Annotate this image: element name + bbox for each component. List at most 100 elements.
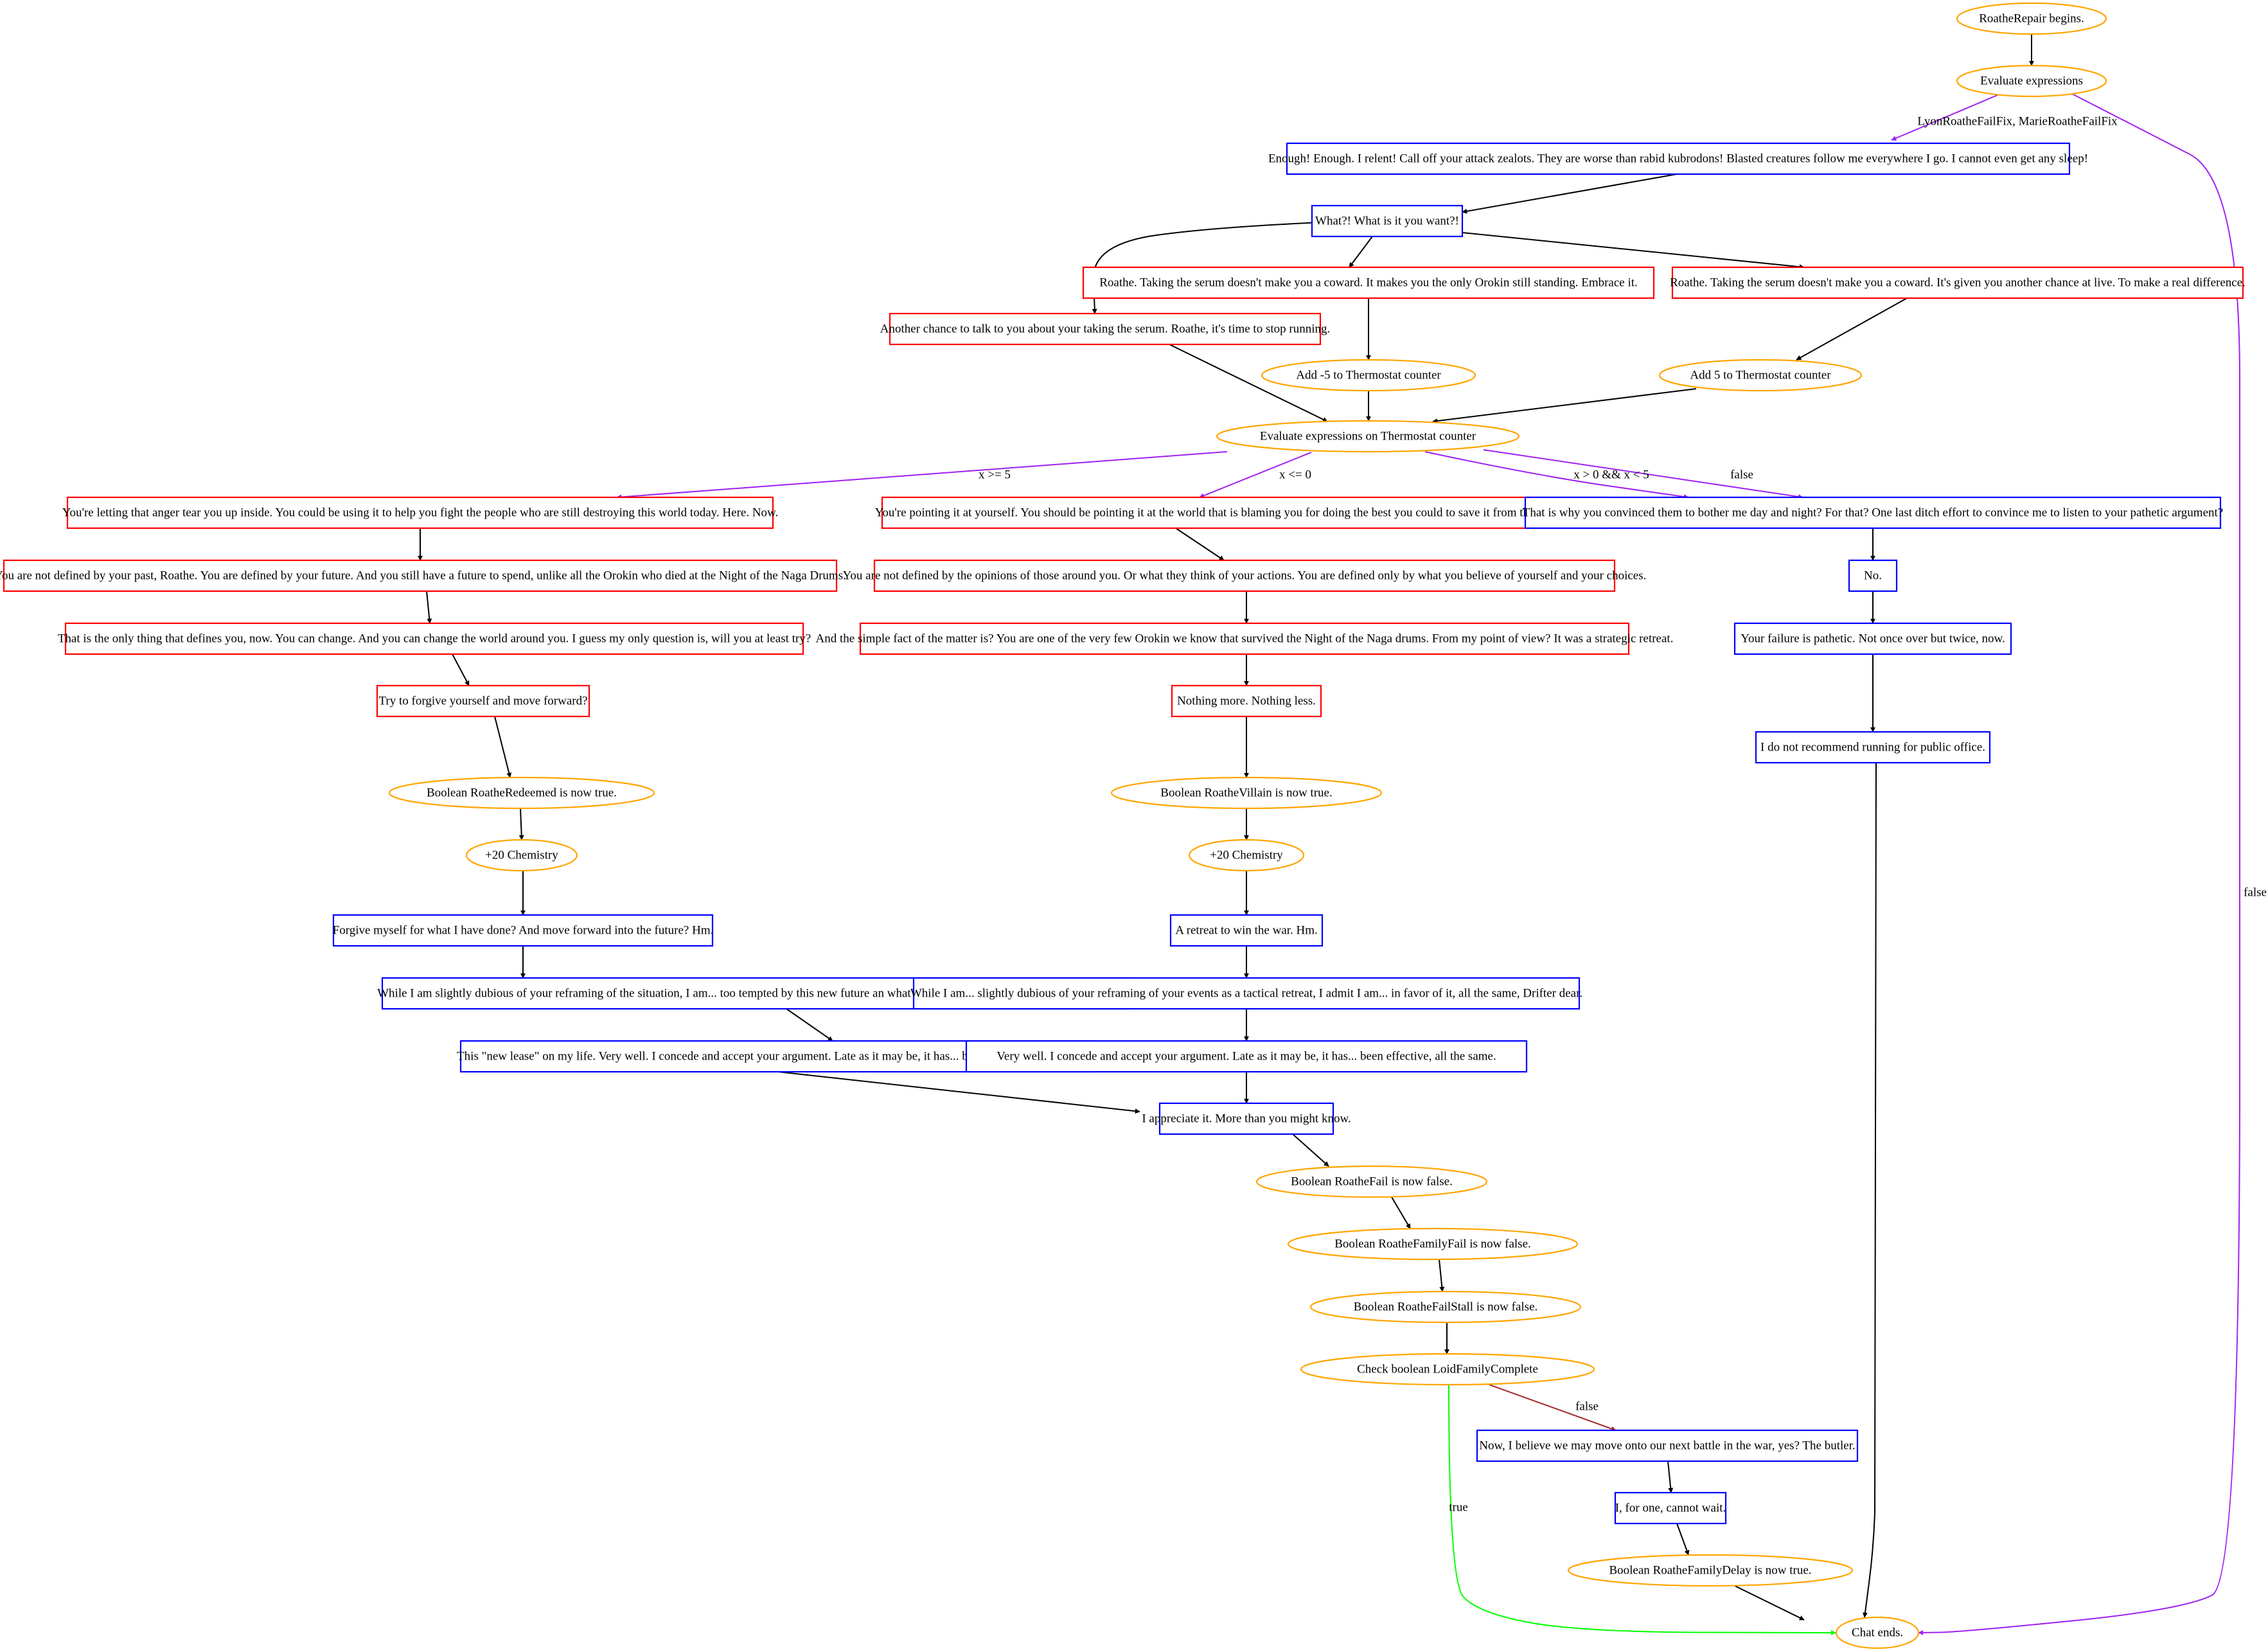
node-box-shape [1286, 142, 2071, 175]
node-forgiveNpc-npc-line[interactable]: Forgive myself for what I have done? And… [333, 914, 714, 947]
node-ellipse-shape [388, 776, 655, 810]
edge-only-to-forgive [452, 653, 470, 686]
node-label: +20 Chemistry [1210, 848, 1283, 862]
node-end-event[interactable]: Chat ends. [1835, 1616, 1920, 1649]
node-failure-npc-line[interactable]: Your failure is pathetic. Not once over … [1733, 622, 2012, 655]
edge-redeemed-to-chem1 [518, 808, 524, 840]
edge-what-to-serum2 [1462, 232, 1805, 270]
node-redeemed-event[interactable]: Boolean RoatheRedeemed is now true. [388, 776, 655, 810]
node-label: Now, I believe we may move onto our next… [1479, 1439, 1855, 1452]
node-dubious2-npc-line[interactable]: While I am... slightly dubious of your r… [910, 977, 1582, 1010]
node-failF-event[interactable]: Boolean RoatheFail is now false. [1255, 1165, 1488, 1198]
edge-evalT-to-pointing [1199, 452, 1312, 499]
node-add5-event[interactable]: Add 5 to Thermostat counter [1658, 359, 1863, 392]
node-label: Another chance to talk to you about your… [880, 322, 1331, 335]
node-eval-event[interactable]: Evaluate expressions [1956, 64, 2107, 98]
edges-layer [418, 34, 2241, 1635]
node-label: Evaluate expressions [1980, 74, 2083, 87]
node-addm5-event[interactable]: Add -5 to Thermostat counter [1261, 359, 1476, 392]
node-label: No. [1864, 569, 1882, 582]
node-why-npc-line[interactable]: That is why you convinced them to bother… [1523, 496, 2223, 529]
node-what-npc-line[interactable]: What?! What is it you want?! [1311, 204, 1464, 238]
edge-butler-to-wait [1667, 1461, 1674, 1493]
node-ellipse-shape [1835, 1616, 1920, 1649]
node-check-event[interactable]: Check boolean LoidFamilyComplete [1300, 1353, 1595, 1386]
node-ellipse-shape [1110, 776, 1383, 810]
node-anger-player-line[interactable]: You're letting that anger tear you up in… [62, 496, 779, 529]
edge-label: false [1575, 1399, 1599, 1413]
node-label: Boolean RoatheFailStall is now false. [1354, 1300, 1538, 1313]
node-nothing-player-line[interactable]: Nothing more. Nothing less. [1171, 684, 1322, 718]
node-butler-npc-line[interactable]: Now, I believe we may move onto our next… [1476, 1429, 1859, 1462]
node-evalT-event[interactable]: Evaluate expressions on Thermostat count… [1216, 420, 1520, 453]
edge-evalT-to-why [1483, 449, 1803, 499]
node-label: Boolean RoatheFail is now false. [1291, 1175, 1453, 1188]
node-label: Your failure is pathetic. Not once over … [1741, 632, 2005, 645]
node-label: Roathe. Taking the serum doesn't make yo… [1099, 276, 1638, 289]
edge-dubious1-to-lease [786, 1008, 833, 1042]
node-past-player-line[interactable]: You are not defined by your past, Roathe… [0, 559, 846, 592]
edge-evalT-to-why [1424, 451, 1689, 499]
edge-label: x <= 0 [1279, 468, 1311, 481]
node-box-shape [1848, 559, 1898, 592]
node-ellipse-shape [1300, 1353, 1595, 1386]
node-pointing-player-line[interactable]: You're pointing it at yourself. You shou… [875, 496, 1615, 529]
node-villain-event[interactable]: Boolean RoatheVillain is now true. [1110, 776, 1383, 810]
edge-check-to-butler [1489, 1384, 1617, 1432]
node-another-player-line[interactable]: Another chance to talk to you about your… [880, 312, 1331, 346]
node-box-shape [965, 1040, 1528, 1073]
node-forgive-player-line[interactable]: Try to forgive yourself and move forward… [376, 684, 590, 718]
edge-what-to-another [1092, 220, 1352, 314]
node-begin-event[interactable]: RoatheRepair begins. [1956, 2, 2107, 35]
node-ellipse-shape [1216, 420, 1520, 453]
node-label: RoatheRepair begins. [1979, 12, 2084, 25]
edge-famFailF-to-stallF [1439, 1259, 1445, 1292]
node-box-shape [859, 622, 1630, 655]
node-label: You are not defined by your past, Roathe… [0, 569, 846, 582]
node-label: While I am... slightly dubious of your r… [910, 986, 1582, 1000]
node-ellipse-shape [1255, 1165, 1488, 1198]
node-wait-npc-line[interactable]: I, for one, cannot wait. [1614, 1491, 1727, 1525]
node-ellipse-shape [1956, 2, 2107, 35]
node-ellipse-shape [465, 839, 578, 872]
node-box-shape [3, 559, 838, 592]
node-ellipse-shape [1309, 1290, 1582, 1324]
edge-label: true [1449, 1500, 1468, 1514]
node-label: Forgive myself for what I have done? And… [333, 923, 714, 937]
node-box-shape [1158, 1102, 1334, 1135]
node-label: Boolean RoatheFamilyFail is now false. [1334, 1237, 1531, 1250]
node-label: A retreat to win the war. Hm. [1175, 923, 1318, 937]
node-chem2-event[interactable]: +20 Chemistry [1188, 839, 1305, 872]
node-retreat-npc-line[interactable]: A retreat to win the war. Hm. [1169, 914, 1324, 947]
node-serum1-player-line[interactable]: Roathe. Taking the serum doesn't make yo… [1082, 266, 1655, 299]
node-ellipse-shape [1188, 839, 1305, 872]
node-serum2-player-line[interactable]: Roathe. Taking the serum doesn't make yo… [1670, 266, 2246, 299]
node-label: And the simple fact of the matter is? Yo… [816, 632, 1674, 645]
node-office-npc-line[interactable]: I do not recommend running for public of… [1755, 731, 1991, 764]
node-box-shape [881, 496, 1608, 529]
node-ellipse-shape [1261, 359, 1476, 392]
node-appreciate-npc-line[interactable]: I appreciate it. More than you might kno… [1142, 1102, 1351, 1135]
node-stallF-event[interactable]: Boolean RoatheFailStall is now false. [1309, 1290, 1582, 1324]
node-fact-player-line[interactable]: And the simple fact of the matter is? Yo… [816, 622, 1674, 655]
node-label: I do not recommend running for public of… [1760, 740, 1985, 754]
edge-label: LyonRoatheFailFix, MarieRoatheFailFix [1917, 114, 2118, 128]
node-famFailF-event[interactable]: Boolean RoatheFamilyFail is now false. [1287, 1227, 1579, 1261]
node-delay-event[interactable]: Boolean RoatheFamilyDelay is now true. [1567, 1554, 1854, 1587]
node-label: Add 5 to Thermostat counter [1690, 368, 1831, 382]
node-no-npc-line[interactable]: No. [1848, 559, 1898, 592]
node-opinions-player-line[interactable]: You are not defined by the opinions of t… [843, 559, 1647, 592]
node-verywell-npc-line[interactable]: Very well. I concede and accept your arg… [965, 1040, 1528, 1073]
node-enough-npc-line[interactable]: Enough! Enough. I relent! Call off your … [1268, 142, 2088, 175]
node-label: You're pointing it at yourself. You shou… [875, 506, 1615, 519]
node-box-shape [66, 496, 774, 529]
node-label: What?! What is it you want?! [1315, 214, 1459, 227]
edge-enough-to-what [1462, 173, 1678, 214]
edge-labels-layer: LyonRoatheFailFix, MarieRoatheFailFix fal… [979, 114, 2267, 1514]
node-chem1-event[interactable]: +20 Chemistry [465, 839, 578, 872]
node-box-shape [873, 559, 1616, 592]
node-only-player-line[interactable]: That is the only thing that defines you,… [58, 622, 811, 655]
edge-pointing-to-opinions [1175, 528, 1225, 561]
node-label: Chat ends. [1852, 1626, 1903, 1639]
